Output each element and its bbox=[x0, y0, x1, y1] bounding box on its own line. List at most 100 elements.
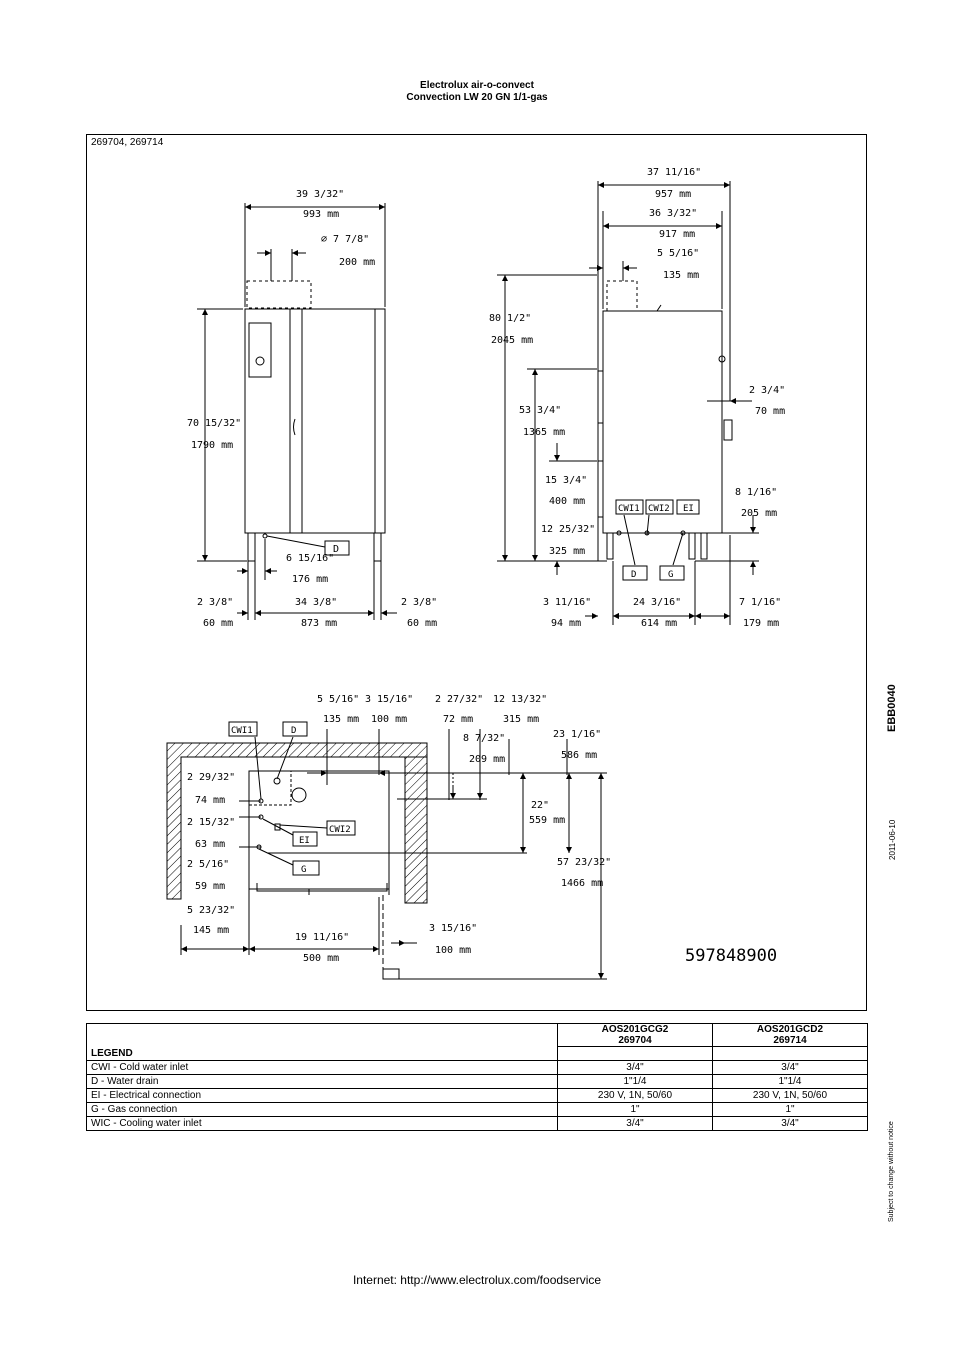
footer-url: Internet: http://www.electrolux.com/food… bbox=[352, 1273, 602, 1287]
row-value: 1"1/4 bbox=[712, 1074, 868, 1089]
plan-d315-mm: 315 mm bbox=[503, 714, 539, 725]
plan-d500-mm: 500 mm bbox=[303, 953, 339, 964]
plan-d59-mm: 59 mm bbox=[195, 881, 225, 892]
column-1-model: AOS201GCG2 bbox=[601, 1024, 669, 1035]
side-70-mm: 70 mm bbox=[755, 406, 785, 417]
side-bottom-179-in: 7 1/16" bbox=[739, 597, 781, 608]
row-label: D - Water drain bbox=[86, 1074, 558, 1089]
header-line-2: Convection LW 20 GN 1/1-gas bbox=[406, 92, 548, 103]
side-label-cwi2: CWI2 bbox=[648, 504, 670, 514]
plan-d586-in: 23 1/16" bbox=[553, 729, 601, 740]
plan-d209-mm: 209 mm bbox=[469, 754, 505, 765]
plan-d74-mm: 74 mm bbox=[195, 795, 225, 806]
front-view bbox=[197, 203, 397, 620]
front-left-leg-mm: 60 mm bbox=[203, 618, 233, 629]
plan-d500-in: 19 11/16" bbox=[295, 932, 349, 943]
front-right-leg-mm: 60 mm bbox=[407, 618, 437, 629]
side-label-d: D bbox=[631, 570, 636, 580]
side-view bbox=[497, 181, 759, 625]
front-flue-in: ⌀ 7 7/8" bbox=[321, 234, 369, 245]
table-row: WIC - Cooling water inlet 3/4" 3/4" bbox=[86, 1116, 868, 1131]
front-drain-label-box bbox=[324, 540, 350, 556]
table-row: G - Gas connection 1" 1" bbox=[86, 1102, 868, 1117]
plan-label-d: D bbox=[291, 726, 296, 736]
row-value: 3/4" bbox=[712, 1116, 868, 1131]
front-drain-mm: 176 mm bbox=[292, 574, 328, 585]
front-height-in: 70 15/32" bbox=[187, 418, 241, 429]
front-top-width-in: 39 3/32" bbox=[296, 189, 344, 200]
plan-d100b-mm: 100 mm bbox=[435, 945, 471, 956]
row-value: 1" bbox=[557, 1102, 713, 1117]
side-h400-in: 15 3/4" bbox=[545, 475, 587, 486]
front-leg-span-mm: 873 mm bbox=[301, 618, 337, 629]
technical-drawing: 269704, 269714 bbox=[86, 134, 867, 1011]
doc-code: EBB0040 bbox=[886, 684, 898, 732]
front-flue-mm: 200 mm bbox=[339, 257, 375, 268]
side-bottom-614-mm: 614 mm bbox=[641, 618, 677, 629]
row-value: 3/4" bbox=[557, 1060, 713, 1075]
front-drain-in: 6 15/16" bbox=[286, 553, 334, 564]
plan-label-cwi1: CWI1 bbox=[231, 726, 253, 736]
column-2-code: 269714 bbox=[773, 1035, 807, 1046]
side-label-g: G bbox=[668, 570, 673, 580]
model-codes: 269704, 269714 bbox=[91, 137, 164, 148]
row-label: CWI - Cold water inlet bbox=[86, 1060, 558, 1075]
column-header-2: AOS201GCD2 269714 bbox=[712, 1023, 868, 1047]
side-total-height-in: 80 1/2" bbox=[489, 313, 531, 324]
row-label: WIC - Cooling water inlet bbox=[86, 1116, 558, 1131]
front-left-leg-in: 2 3/8" bbox=[197, 597, 233, 608]
plan-d100b-in: 3 15/16" bbox=[429, 923, 477, 934]
plan-d315-in: 12 13/32" bbox=[493, 694, 547, 705]
plan-d135-mm: 135 mm bbox=[323, 714, 359, 725]
side-h325-in: 12 25/32" bbox=[541, 524, 595, 535]
plan-d72-mm: 72 mm bbox=[443, 714, 473, 725]
side-h205-in: 8 1/16" bbox=[735, 487, 777, 498]
plan-d100-in: 3 15/16" bbox=[365, 694, 413, 705]
front-right-leg-in: 2 3/8" bbox=[401, 597, 437, 608]
header-line-1: Electrolux air-o-convect bbox=[420, 80, 534, 91]
legend-table: LEGEND AOS201GCG2 269704 AOS201GCD2 2697… bbox=[86, 1023, 868, 1131]
side-h400-mm: 400 mm bbox=[549, 496, 585, 507]
front-leg-span-in: 34 3/8" bbox=[295, 597, 337, 608]
plan-d63-in: 2 15/32" bbox=[187, 817, 235, 828]
plan-view bbox=[166, 729, 607, 980]
plan-d135-in: 5 5/16" bbox=[317, 694, 359, 705]
side-h205-mm: 205 mm bbox=[741, 508, 777, 519]
side-note: Subject to change without notice bbox=[888, 1121, 895, 1222]
plan-d145-mm: 145 mm bbox=[193, 925, 229, 936]
plan-connection-labels: CWI1 D EI CWI2 G bbox=[228, 721, 356, 876]
column-1-code: 269704 bbox=[618, 1035, 652, 1046]
side-70-in: 2 3/4" bbox=[749, 385, 785, 396]
plan-d72-in: 2 27/32" bbox=[435, 694, 483, 705]
row-value: 230 V, 1N, 50/60 bbox=[712, 1088, 868, 1103]
row-label: EI - Electrical connection bbox=[86, 1088, 558, 1103]
front-height-mm: 1790 mm bbox=[191, 440, 233, 451]
table-row: CWI - Cold water inlet 3/4" 3/4" bbox=[86, 1060, 868, 1075]
row-label: G - Gas connection bbox=[86, 1102, 558, 1117]
side-connection-labels: CWI1 CWI2 EI D G bbox=[615, 499, 700, 581]
doc-date: 2011-06-10 bbox=[888, 819, 897, 860]
side-total-depth-mm: 957 mm bbox=[655, 189, 691, 200]
row-value: 1" bbox=[712, 1102, 868, 1117]
side-bottom-94-in: 3 11/16" bbox=[543, 597, 591, 608]
plan-label-ei: EI bbox=[299, 836, 310, 846]
part-number: 597848900 bbox=[685, 946, 777, 966]
legend-title: LEGEND bbox=[86, 1023, 558, 1061]
plan-d100-mm: 100 mm bbox=[371, 714, 407, 725]
side-total-height-mm: 2045 mm bbox=[491, 335, 533, 346]
side-body-depth-in: 36 3/32" bbox=[649, 208, 697, 219]
drawing-canvas: 39 3/32" 993 mm ⌀ 7 7/8" 200 mm 70 15/32… bbox=[166, 167, 785, 980]
front-drain-label: D bbox=[333, 544, 339, 555]
column-header-1: AOS201GCG2 269704 bbox=[557, 1023, 713, 1047]
side-body-depth-mm: 917 mm bbox=[659, 229, 695, 240]
side-bottom-179-mm: 179 mm bbox=[743, 618, 779, 629]
side-bottom-94-mm: 94 mm bbox=[551, 618, 581, 629]
table-row: EI - Electrical connection 230 V, 1N, 50… bbox=[86, 1088, 868, 1103]
plan-d59-in: 2 5/16" bbox=[187, 859, 229, 870]
plan-d63-mm: 63 mm bbox=[195, 839, 225, 850]
side-flue-offset-in: 5 5/16" bbox=[657, 248, 699, 259]
side-h1365-mm: 1365 mm bbox=[523, 427, 565, 438]
legend-header-row: LEGEND AOS201GCG2 269704 AOS201GCD2 2697… bbox=[86, 1023, 868, 1061]
plan-d209-in: 8 7/32" bbox=[463, 733, 505, 744]
plan-d559-in: 22" bbox=[531, 800, 549, 811]
